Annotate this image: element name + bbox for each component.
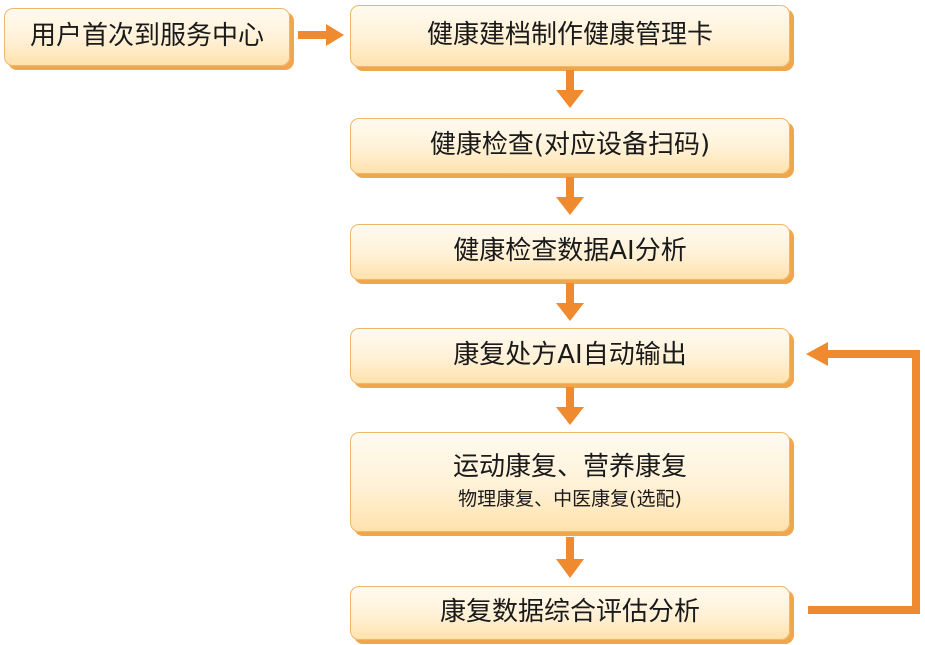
node-health-check: 健康检查(对应设备扫码) <box>350 118 790 174</box>
node-rehab-types: 运动康复、营养康复 物理康复、中医康复(选配) <box>350 432 790 532</box>
arrow-profile-to-check <box>556 70 584 108</box>
node-rehab-prescription: 康复处方AI自动输出 <box>350 328 790 384</box>
arrow-start-to-profile <box>298 24 344 46</box>
arrow-prescription-to-rehab <box>556 387 584 425</box>
node-start: 用户首次到服务中心 <box>4 8 290 66</box>
node-rehab-evaluation-label: 康复数据综合评估分析 <box>439 597 700 628</box>
arrow-check-to-analysis <box>556 177 584 215</box>
arrow-rehab-to-evaluation <box>556 537 584 578</box>
node-health-check-label: 健康检查(对应设备扫码) <box>429 130 711 161</box>
arrow-feedback-loop <box>806 342 920 614</box>
node-rehab-types-line1: 运动康复、营养康复 <box>452 452 687 483</box>
arrow-analysis-to-prescription <box>556 283 584 321</box>
node-ai-analysis: 健康检查数据AI分析 <box>350 224 790 280</box>
node-rehab-prescription-label: 康复处方AI自动输出 <box>453 340 687 371</box>
node-rehab-evaluation: 康复数据综合评估分析 <box>350 586 790 640</box>
node-start-label: 用户首次到服务中心 <box>29 21 264 52</box>
node-rehab-types-line2: 物理康复、中医康复(选配) <box>458 488 682 511</box>
node-health-profile: 健康建档制作健康管理卡 <box>350 5 790 67</box>
node-health-profile-label: 健康建档制作健康管理卡 <box>426 20 713 51</box>
node-ai-analysis-label: 健康检查数据AI分析 <box>453 236 687 267</box>
